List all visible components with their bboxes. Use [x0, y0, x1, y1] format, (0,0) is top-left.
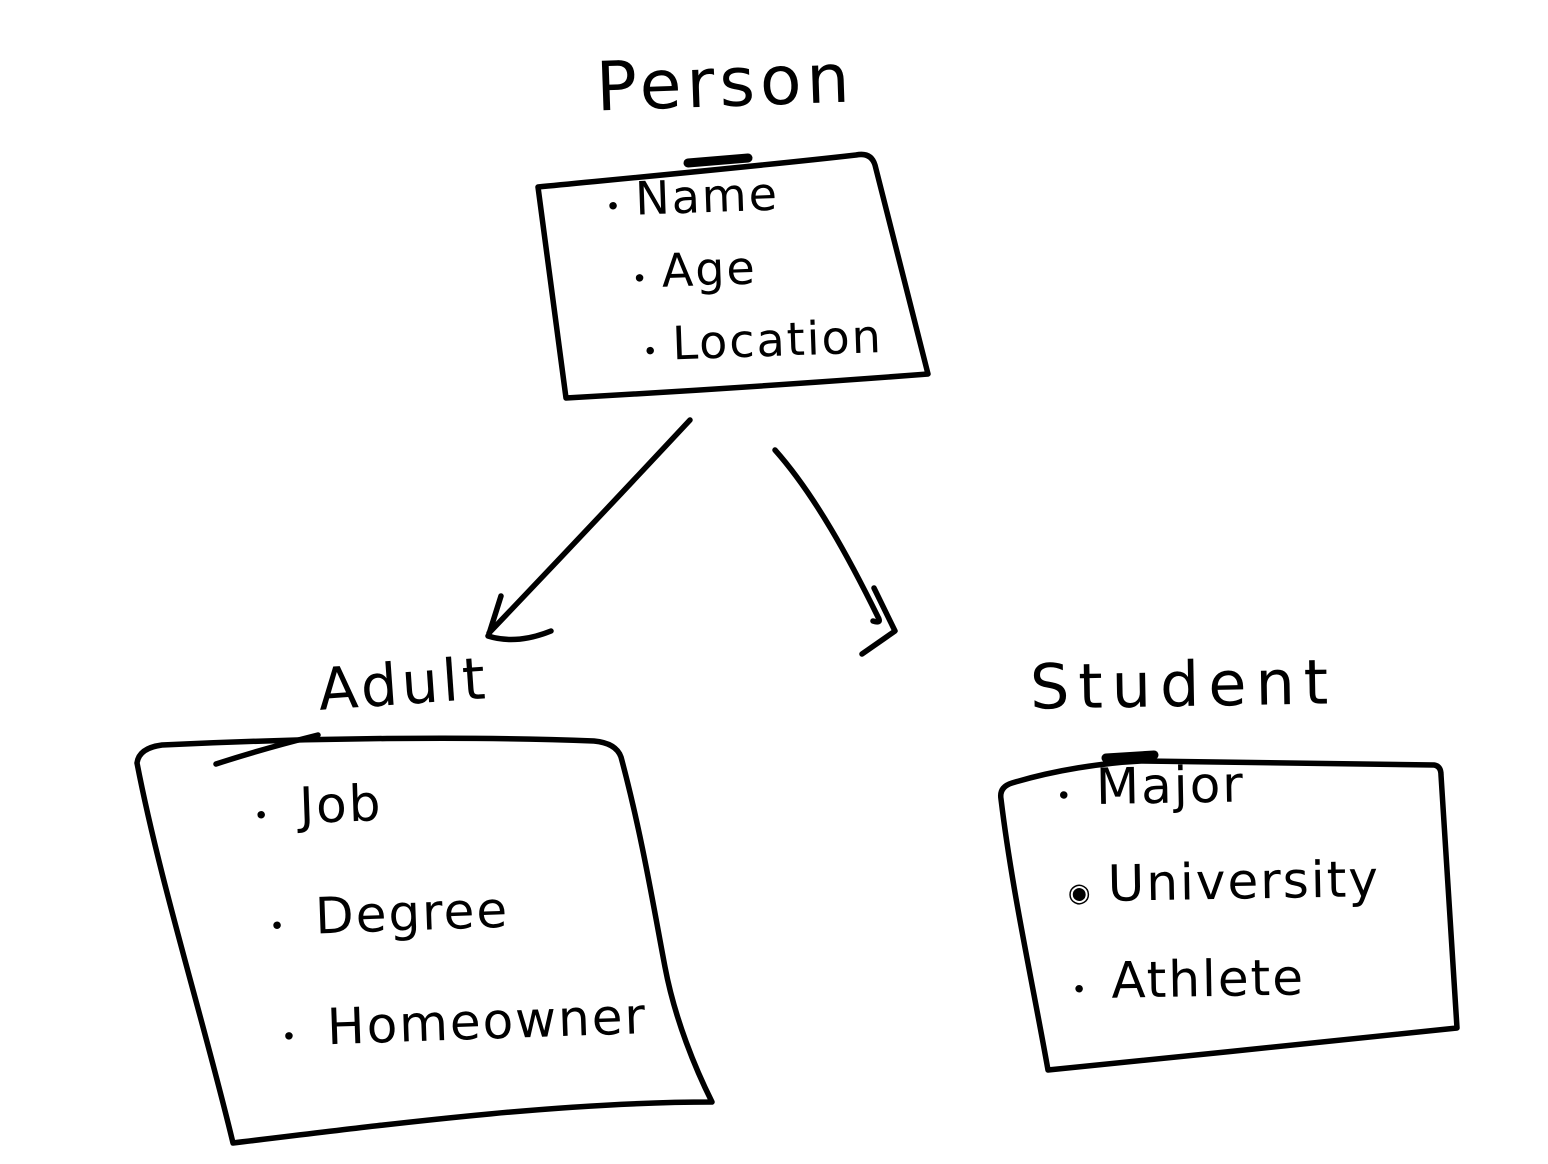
- attribute-label: Athlete: [1110, 948, 1306, 1010]
- bullet-dot-icon: •: [268, 911, 286, 943]
- person-attribute-row: • Location: [641, 309, 884, 390]
- student-attribute-row: ◉ University: [1067, 850, 1381, 952]
- student-attribute-row: • Athlete: [1071, 947, 1383, 1049]
- adult-attribute-row: • Job: [252, 765, 642, 889]
- arrow-to-student-head: [859, 585, 898, 657]
- student-attribute-row: • Major: [1055, 753, 1379, 856]
- person-box-outline: [535, 151, 931, 401]
- bullet-dot-icon: •: [1055, 781, 1072, 812]
- bullet-dot-icon: •: [280, 1022, 298, 1053]
- attribute-label: Degree: [314, 880, 511, 946]
- attribute-label: Age: [660, 240, 758, 298]
- arrow-to-student-shaft: [772, 447, 882, 625]
- adult-attribute-row: • Homeowner: [280, 987, 650, 1111]
- attribute-label: University: [1107, 850, 1381, 913]
- person-attribute-row: • Age: [631, 236, 882, 318]
- person-box-top-dash: [683, 153, 753, 168]
- attribute-label: Job: [298, 774, 384, 836]
- bullet-dot-icon: •: [253, 801, 270, 832]
- bullet-ring-icon: ◉: [1067, 878, 1091, 909]
- adult-node-title: Adult: [315, 644, 492, 724]
- attribute-label: Location: [671, 309, 884, 371]
- bullet-dot-icon: •: [642, 336, 659, 368]
- attribute-label: Major: [1095, 755, 1246, 817]
- bullet-dot-icon: •: [631, 264, 648, 295]
- student-box-outline: [997, 758, 1460, 1073]
- student-box-top-dash: [1101, 750, 1159, 763]
- adult-title-underline: [213, 732, 321, 767]
- person-attribute-list: • Name • Age • Location: [596, 163, 884, 392]
- person-node-title: Person: [594, 39, 856, 128]
- adult-attribute-list: • Job • Degree • Homeowner: [242, 765, 650, 1112]
- student-node-title: Student: [1029, 645, 1338, 724]
- adult-box-outline: [134, 735, 715, 1146]
- person-attribute-row: • Name: [604, 163, 879, 245]
- arrow-to-adult-shaft: [486, 417, 693, 636]
- attribute-label: Homeowner: [326, 987, 648, 1057]
- attribute-label: Name: [634, 166, 780, 226]
- bullet-dot-icon: •: [604, 192, 622, 223]
- student-attribute-list: • Major ◉ University • Athlete: [1045, 753, 1382, 1050]
- arrow-to-adult-head: [485, 593, 554, 643]
- adult-attribute-row: • Degree: [268, 876, 646, 1000]
- bullet-dot-icon: •: [1071, 975, 1088, 1006]
